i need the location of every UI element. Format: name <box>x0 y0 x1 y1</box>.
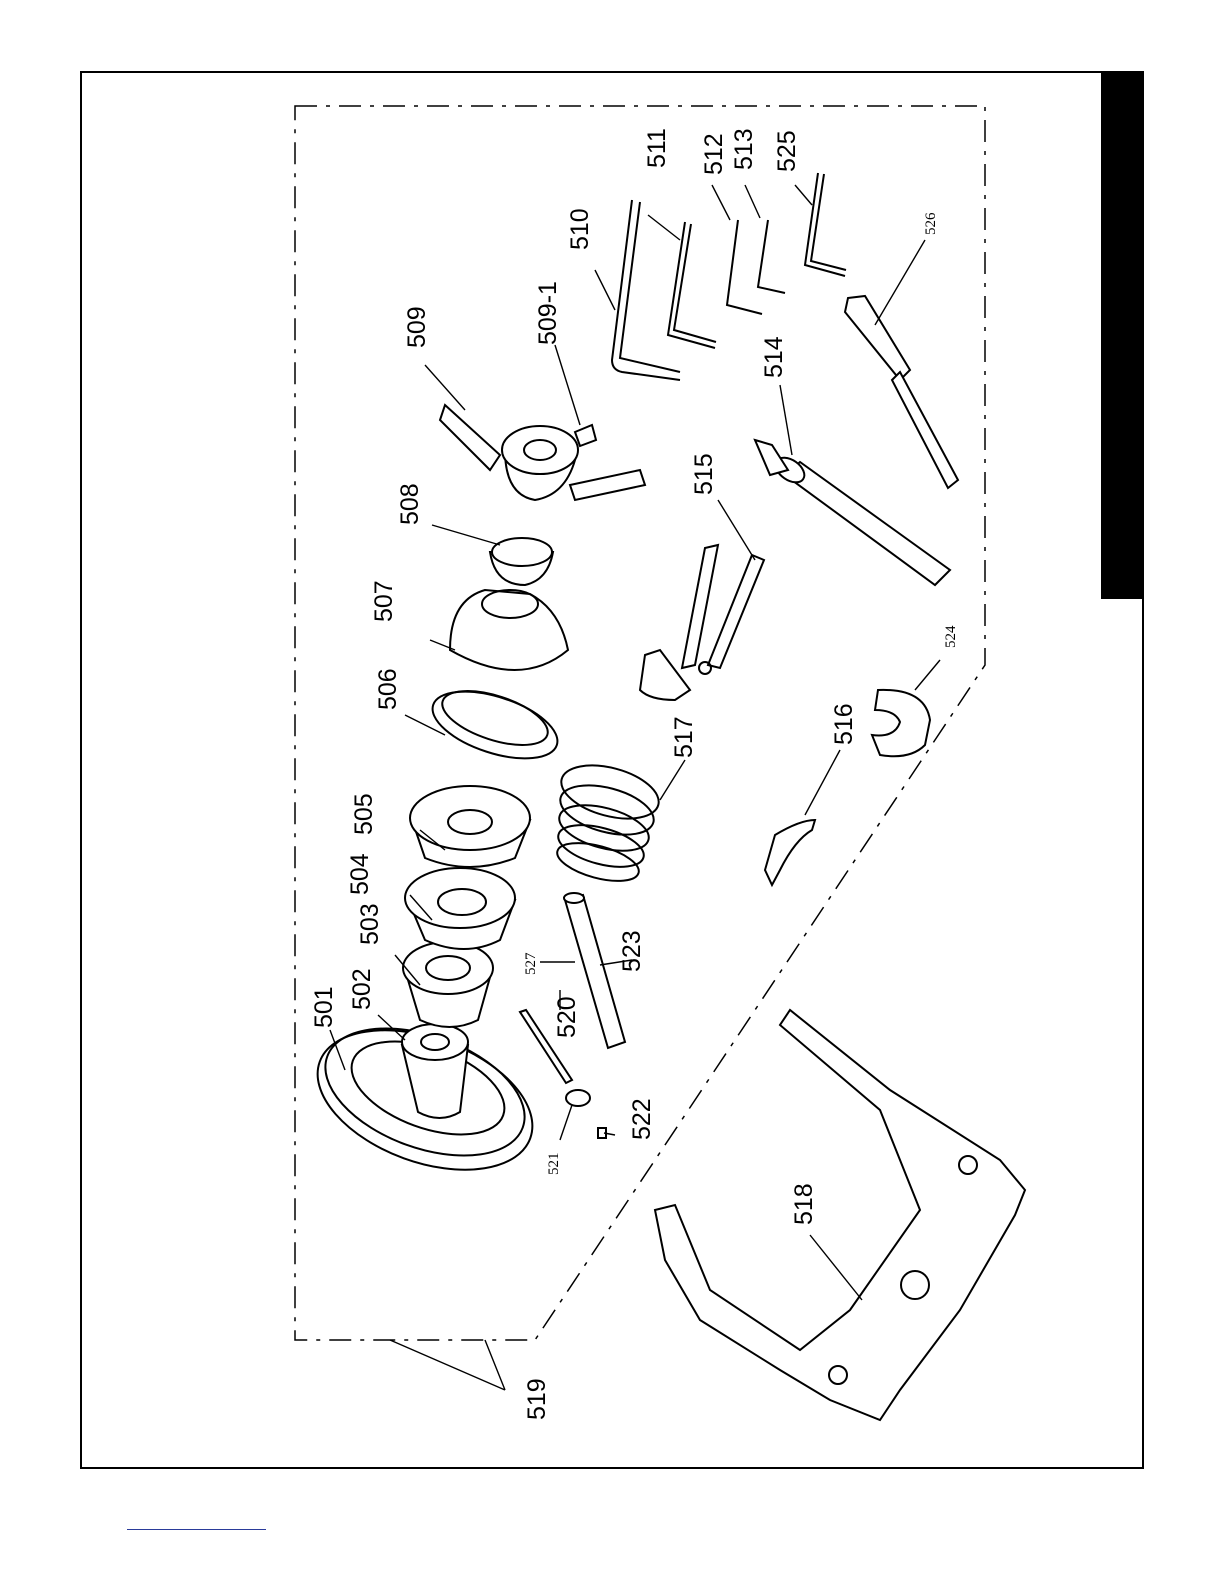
label-523: 523 <box>618 930 646 972</box>
part-521-washer <box>566 1090 590 1106</box>
label-509: 509 <box>403 306 431 348</box>
label-519: 519 <box>523 1378 551 1420</box>
label-504: 504 <box>346 853 374 895</box>
part-506-ring <box>425 678 566 771</box>
label-512: 512 <box>700 133 728 175</box>
part-511-hex-key <box>668 222 716 348</box>
label-515: 515 <box>690 453 718 495</box>
label-516: 516 <box>830 703 858 745</box>
label-524: 524 <box>943 625 959 648</box>
part-509-wing-nut <box>440 405 645 500</box>
label-502: 502 <box>348 968 376 1010</box>
label-513: 513 <box>730 128 758 170</box>
part-510-hex-key <box>612 200 680 380</box>
label-521: 521 <box>546 1153 562 1176</box>
label-520: 520 <box>553 996 581 1038</box>
label-506: 506 <box>374 668 402 710</box>
label-503: 503 <box>356 903 384 945</box>
part-517-spring <box>553 756 664 888</box>
label-509-1: 509-1 <box>534 281 562 345</box>
part-516-clip <box>765 820 815 885</box>
part-503-cone <box>403 942 493 1027</box>
label-510: 510 <box>566 208 594 250</box>
label-525: 525 <box>773 130 801 172</box>
label-507: 507 <box>370 580 398 622</box>
part-505-cone <box>410 786 530 867</box>
label-526: 526 <box>923 212 939 235</box>
label-514: 514 <box>760 336 788 378</box>
label-511: 511 <box>643 128 671 168</box>
label-517: 517 <box>670 716 698 758</box>
part-507-bell <box>450 590 568 670</box>
label-518: 518 <box>790 1183 818 1225</box>
part-518-bracket <box>655 1010 1025 1420</box>
part-525-hex-key <box>805 173 846 276</box>
part-526-screwdriver <box>845 296 958 488</box>
label-522: 522 <box>628 1098 656 1140</box>
part-515-pliers <box>640 545 764 700</box>
part-524-u-block <box>872 690 930 756</box>
label-505: 505 <box>350 793 378 835</box>
label-527: 527 <box>523 952 539 975</box>
leader-lines <box>330 185 940 1390</box>
label-501: 501 <box>310 986 338 1028</box>
label-508: 508 <box>396 483 424 525</box>
part-514-bolt <box>755 440 950 585</box>
part-513-hex-key <box>758 220 785 293</box>
part-512-hex-key <box>727 220 762 314</box>
